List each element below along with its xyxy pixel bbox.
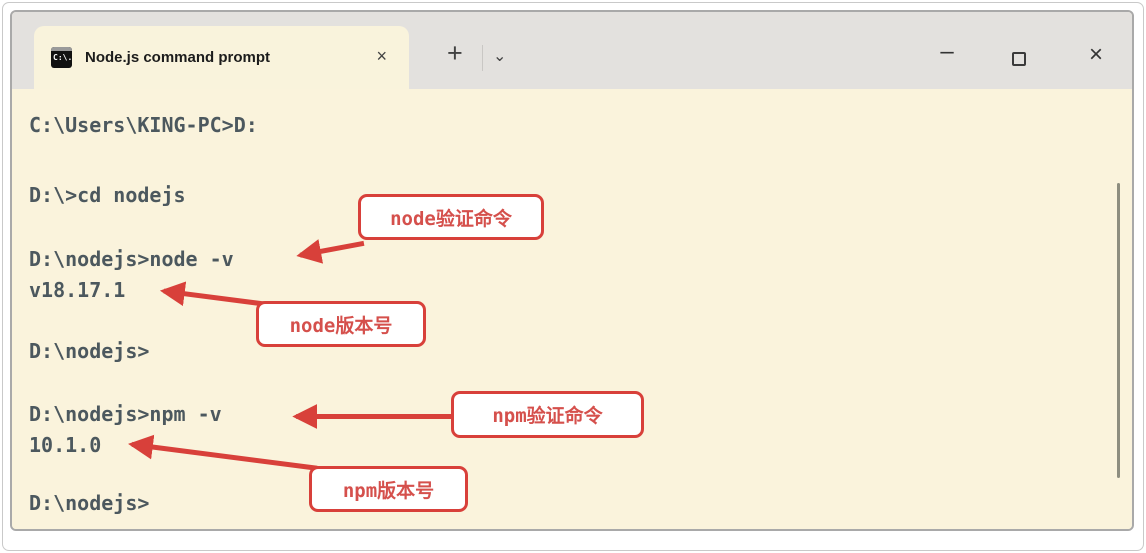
- terminal-line: 10.1.0: [29, 433, 102, 457]
- callout-npm-verify-command: npm验证命令: [451, 391, 644, 438]
- close-button[interactable]: ×: [1088, 41, 1103, 68]
- tab-dropdown-icon[interactable]: ⌄: [493, 48, 507, 65]
- annotation-arrows: [128, 239, 452, 471]
- terminal-line: D:\nodejs>: [29, 339, 150, 363]
- cmd-prompt-icon: C:\.: [51, 47, 72, 68]
- tab-close-icon[interactable]: ×: [376, 46, 387, 66]
- tab-title: Node.js command prompt: [85, 49, 271, 66]
- arrow-node-version: [159, 281, 265, 307]
- arrow-node-verify: [296, 239, 365, 264]
- terminal-line: D:\>cd nodejs: [29, 183, 186, 207]
- terminal-line: D:\nodejs>node -v: [29, 247, 234, 271]
- callout-node-version-number: node版本号: [256, 301, 426, 347]
- tabbar-divider: [482, 45, 483, 71]
- callout-npm-version-number: npm版本号: [309, 466, 468, 512]
- terminal-line: C:\Users\KING-PC>D:: [29, 113, 258, 137]
- terminal-content[interactable]: C:\Users\KING-PC>D: D:\>cd nodejs D:\nod…: [12, 89, 1132, 529]
- cmd-icon-glyph: C:\.: [53, 53, 72, 62]
- minimize-button[interactable]: –: [940, 38, 954, 65]
- terminal-line: v18.17.1: [29, 278, 126, 302]
- tab-nodejs-command-prompt[interactable]: C:\. Node.js command prompt ×: [34, 26, 409, 89]
- terminal-line: D:\nodejs>npm -v: [29, 402, 222, 426]
- terminal-line: D:\nodejs>: [29, 491, 150, 515]
- titlebar[interactable]: C:\. Node.js command prompt × + ⌄ – ×: [12, 12, 1132, 89]
- scrollbar-thumb[interactable]: [1117, 183, 1120, 478]
- new-tab-button[interactable]: +: [447, 38, 463, 68]
- callout-node-verify-command: node验证命令: [358, 194, 544, 240]
- arrow-npm-version: [128, 434, 318, 471]
- maximize-button[interactable]: [1012, 52, 1026, 66]
- terminal-window: C:\. Node.js command prompt × + ⌄ – × C:…: [10, 10, 1134, 531]
